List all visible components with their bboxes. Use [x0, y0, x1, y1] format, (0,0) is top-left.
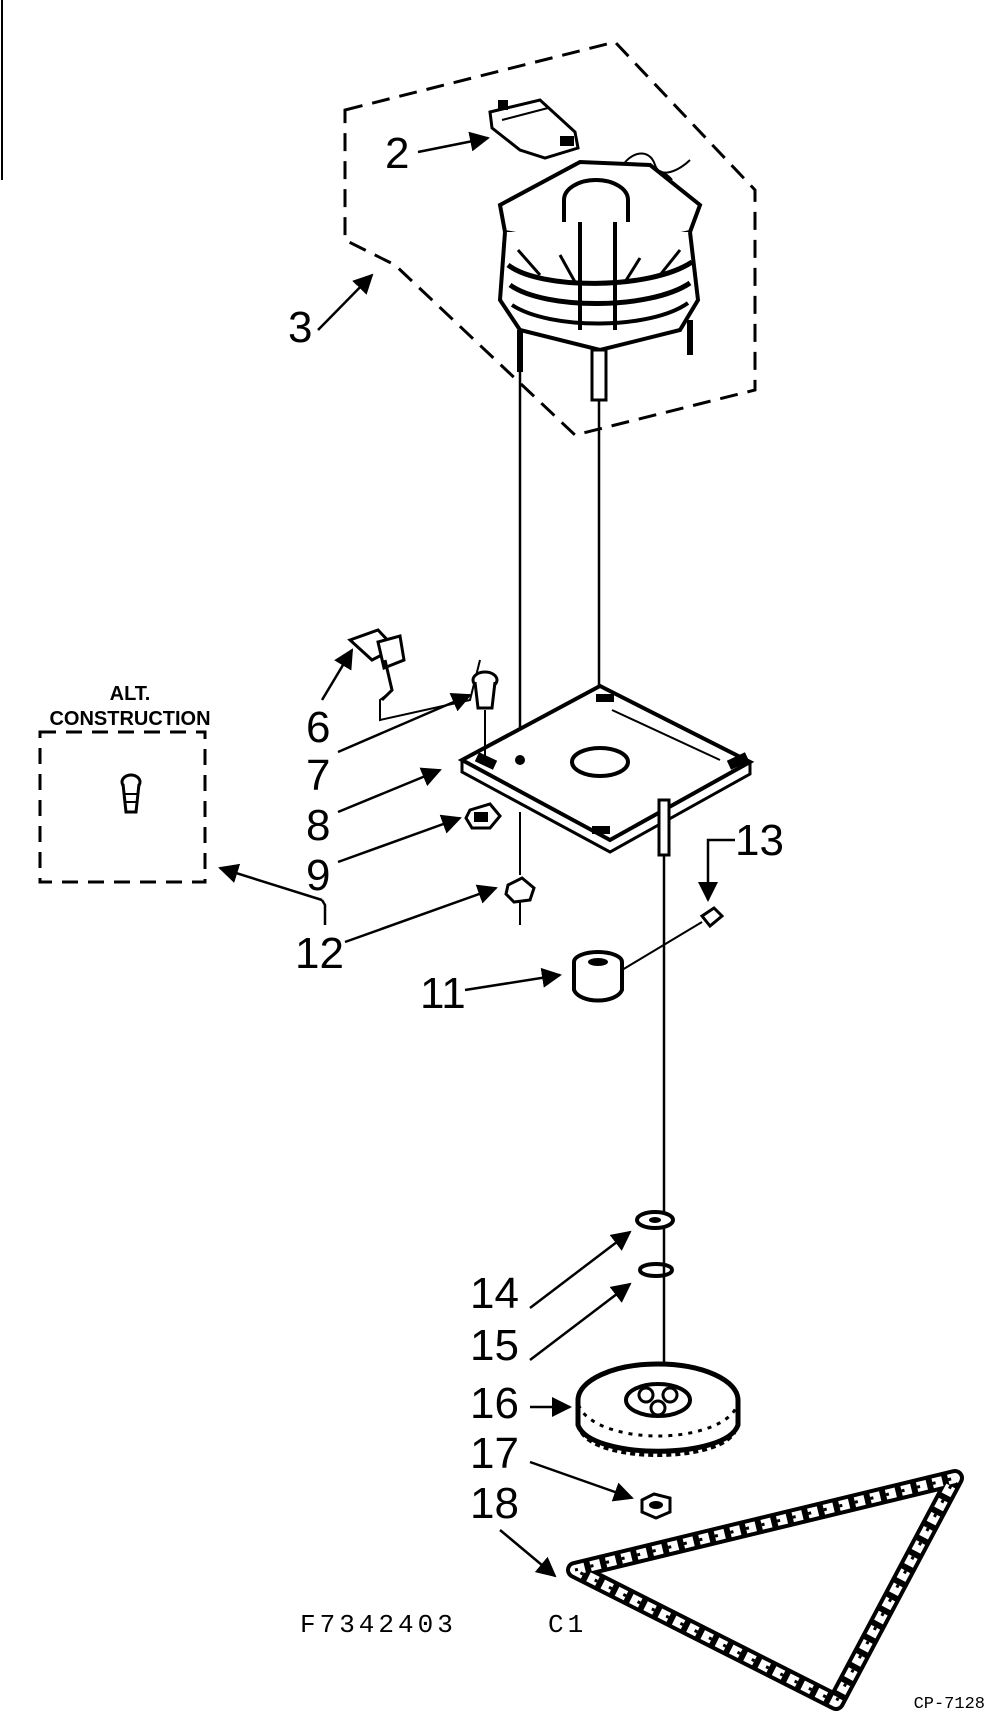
leader-lines — [218, 131, 735, 1578]
label-part-15: 15 — [470, 1321, 519, 1370]
motor-part — [497, 152, 703, 402]
set-screw-part — [621, 906, 725, 971]
lower-nut-part — [504, 812, 536, 925]
alt-construction-line1: ALT. — [110, 683, 151, 705]
alt-construction-box — [38, 730, 207, 884]
label-part-8: 8 — [306, 801, 330, 850]
label-part-18: 18 — [470, 1479, 519, 1528]
washer-part — [635, 1210, 675, 1230]
label-part-14: 14 — [470, 1269, 519, 1318]
sheet-code: C1 — [548, 1610, 587, 1640]
label-part-16: 16 — [470, 1379, 519, 1428]
label-part-12: 12 — [295, 929, 344, 978]
label-part-6: 6 — [306, 703, 330, 752]
spacer-part — [640, 1492, 672, 1520]
model-code: F7342403 — [300, 1610, 457, 1640]
alt-screw-part — [120, 773, 142, 814]
drawing-code: CP-7128 — [914, 1695, 985, 1714]
alt-construction-line2: CONSTRUCTION — [49, 708, 210, 730]
label-part-13: 13 — [735, 816, 784, 865]
label-part-2: 2 — [385, 129, 409, 178]
chain-part — [566, 1469, 964, 1711]
mounting-plate-part — [457, 683, 755, 857]
clip-leader — [379, 659, 481, 722]
bushing-part — [572, 950, 624, 1003]
label-part-7: 7 — [306, 751, 330, 800]
nut-part — [464, 802, 502, 830]
alt-construction-inset: ALT. CONSTRUCTION — [38, 683, 211, 884]
motor-assembly-outline — [343, 40, 757, 437]
label-part-17: 17 — [470, 1429, 519, 1478]
label-part-9: 9 — [306, 851, 330, 900]
switch-connector-part — [488, 98, 580, 160]
screw-part — [471, 670, 499, 760]
label-part-3: 3 — [288, 303, 312, 352]
gear-part — [575, 1361, 741, 1457]
clip-part — [347, 628, 406, 702]
label-part-11: 11 — [420, 969, 466, 1018]
retaining-ring-part — [638, 1262, 675, 1278]
